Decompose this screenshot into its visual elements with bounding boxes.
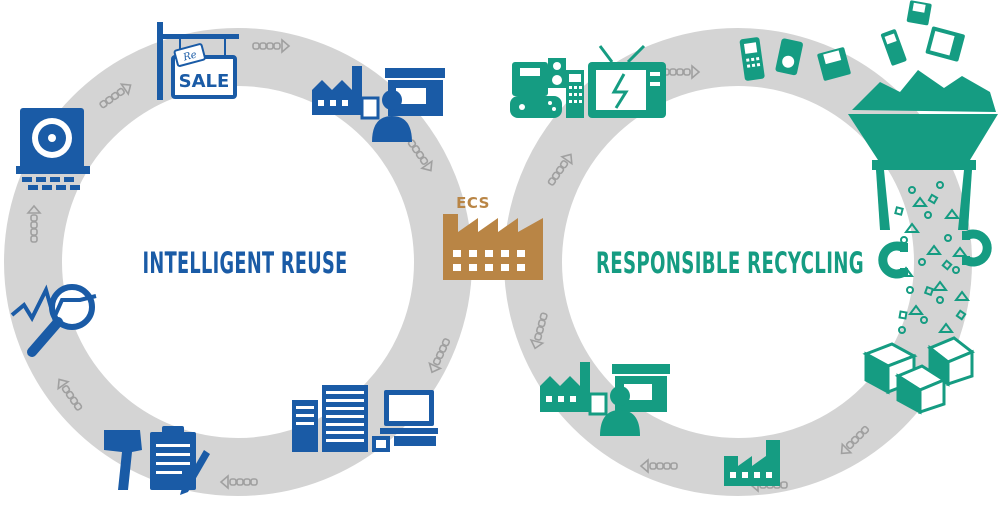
mobile-devices-icon bbox=[739, 0, 965, 81]
chain-arrow bbox=[252, 38, 291, 54]
shredder-hopper-icon bbox=[848, 70, 998, 334]
servers-computer-icon bbox=[292, 385, 438, 452]
chain-arrow bbox=[547, 153, 573, 186]
chain-arrow bbox=[57, 378, 83, 411]
chain-arrow bbox=[219, 474, 258, 490]
diagnostics-magnifier-icon bbox=[10, 284, 97, 357]
factory-customer-icon-green bbox=[540, 362, 670, 436]
consumer-electronics-icon bbox=[510, 44, 666, 118]
barcode-scanner-clipboard-icon bbox=[104, 426, 210, 495]
sorted-materials-boxes-icon bbox=[862, 336, 975, 415]
factory-customer-icon bbox=[312, 66, 445, 142]
chain-arrow bbox=[840, 425, 870, 455]
chain-arrow bbox=[26, 204, 42, 243]
hard-drive-shredder-icon bbox=[16, 108, 90, 190]
ecs-factory-icon: ECS bbox=[443, 194, 543, 280]
magnets-icon bbox=[878, 229, 992, 279]
chain-arrow bbox=[428, 338, 451, 374]
ecs-label: ECS bbox=[456, 194, 490, 212]
re-tag-text: Re bbox=[181, 49, 198, 63]
factory-icon bbox=[724, 440, 780, 486]
right-cycle-title: RESPONSIBLE RECYCLING bbox=[596, 246, 864, 280]
chain-arrows bbox=[26, 38, 870, 493]
chain-arrow bbox=[529, 312, 548, 350]
left-cycle-title: INTELLIGENT REUSE bbox=[143, 246, 348, 280]
chain-arrow bbox=[639, 458, 678, 474]
resale-sign-icon: SALE Re bbox=[157, 22, 239, 100]
sale-text: SALE bbox=[179, 71, 230, 92]
chain-arrow bbox=[99, 83, 132, 109]
